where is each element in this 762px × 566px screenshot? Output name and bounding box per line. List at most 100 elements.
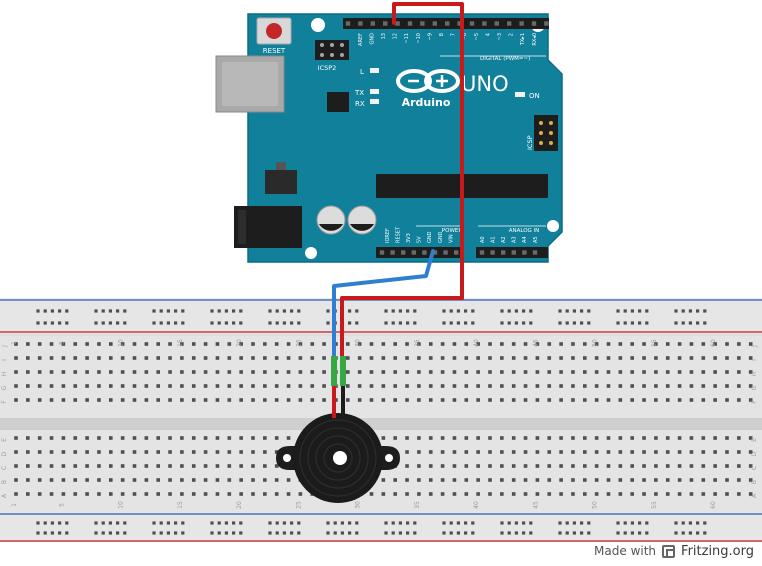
breadboard-hole	[523, 398, 528, 402]
rail-hole	[674, 531, 678, 535]
breadboard-hole	[594, 342, 599, 346]
breadboard-hole	[286, 356, 291, 360]
rail-hole	[507, 321, 511, 325]
rail-hole	[123, 521, 127, 525]
rail-hole	[688, 521, 692, 525]
breadboard-hole	[428, 492, 433, 496]
breadboard-hole	[215, 450, 220, 454]
breadboard-hole	[381, 342, 386, 346]
breadboard-hole	[251, 478, 255, 482]
capacitor	[316, 205, 346, 235]
rail-hole	[413, 531, 417, 535]
breadboard-hole	[476, 384, 480, 388]
buzzer-center-hole	[333, 451, 347, 465]
breadboard-hole	[14, 478, 18, 482]
breadboard-hole	[203, 370, 208, 374]
breadboard-hole	[263, 478, 267, 482]
breadboard-hole	[488, 370, 492, 374]
breadboard-hole	[748, 356, 753, 360]
rail-hole	[681, 321, 685, 325]
breadboard-hole	[144, 398, 149, 402]
rail-hole	[43, 309, 47, 313]
breadboard-hole	[85, 464, 89, 468]
column-number: 50	[592, 339, 599, 347]
breadboard-hole	[748, 492, 753, 496]
breadboard-hole	[14, 384, 18, 388]
rail-hole	[275, 321, 279, 325]
breadboard-hole	[85, 370, 89, 374]
rail-hole	[43, 521, 47, 525]
rail-hole	[630, 531, 634, 535]
breadboard-hole	[239, 342, 243, 346]
rail-hole	[456, 521, 460, 525]
board-model: UNO	[461, 72, 509, 96]
breadboard-hole	[37, 356, 42, 360]
breadboard-hole	[239, 436, 243, 440]
rail-hole	[36, 531, 40, 535]
rail-hole	[507, 521, 511, 525]
breadboard-hole	[215, 370, 220, 374]
breadboard-hole	[417, 398, 421, 402]
breadboard-hole	[73, 342, 78, 346]
rail-hole	[580, 309, 584, 313]
reset-button[interactable]	[256, 17, 292, 45]
icsp2-header	[315, 40, 349, 60]
breadboard-hole	[725, 478, 729, 482]
breadboard-hole	[571, 492, 575, 496]
breadboard-hole	[713, 342, 717, 346]
rail-hole	[500, 521, 504, 525]
breadboard-hole	[583, 398, 587, 402]
breadboard-hole	[49, 478, 54, 482]
rail-hole	[471, 531, 475, 535]
ground-wire	[332, 249, 435, 358]
breadboard-hole	[440, 384, 445, 388]
led-rx-label: RX	[355, 100, 365, 108]
rail-hole	[507, 309, 511, 313]
breadboard-hole	[713, 436, 717, 440]
breadboard-hole	[665, 384, 670, 388]
rail-hole	[239, 309, 243, 313]
breadboard-hole	[263, 370, 267, 374]
breadboard-hole	[630, 342, 634, 346]
rail-hole	[442, 521, 446, 525]
column-number: 50	[592, 501, 599, 509]
fritzing-brand[interactable]: Fritzing.org	[681, 543, 754, 559]
breadboard-hole	[559, 464, 563, 468]
breadboard-hole	[464, 450, 469, 454]
pin-label: GND	[438, 231, 444, 243]
rail-hole	[623, 321, 627, 325]
header-pin	[531, 21, 537, 26]
breadboard-hole	[511, 398, 516, 402]
column-number: 5	[58, 503, 65, 507]
rail-hole	[406, 521, 410, 525]
icsp-label: ICSP	[526, 135, 534, 150]
rail-hole	[275, 309, 279, 313]
breadboard-hole	[109, 450, 113, 454]
top-power-rail	[0, 298, 762, 334]
breadboard-hole	[476, 342, 480, 346]
breadboard-hole	[701, 492, 706, 496]
row-letter: D	[751, 451, 758, 456]
header-pin	[519, 21, 524, 26]
breadboard-hole	[26, 370, 30, 374]
breadboard-hole	[251, 436, 255, 440]
breadboard-hole	[239, 384, 243, 388]
breadboard-hole	[476, 464, 480, 468]
rail-hole	[94, 521, 98, 525]
rail-hole	[217, 521, 221, 525]
breadboard-hole	[417, 370, 421, 374]
breadboard-hole	[97, 356, 101, 360]
rail-hole	[623, 521, 627, 525]
breadboard-hole	[713, 492, 717, 496]
rail-hole	[630, 521, 634, 525]
rail-hole	[688, 531, 692, 535]
rail-hole	[275, 521, 279, 525]
breadboard-hole	[737, 342, 741, 346]
pin-label: GND	[427, 231, 433, 243]
breadboard-hole	[61, 370, 66, 374]
breadboard-hole	[180, 436, 184, 440]
rail-hole	[152, 531, 156, 535]
breadboard-hole	[689, 492, 694, 496]
breadboard-hole	[49, 398, 54, 402]
breadboard-hole	[168, 492, 172, 496]
